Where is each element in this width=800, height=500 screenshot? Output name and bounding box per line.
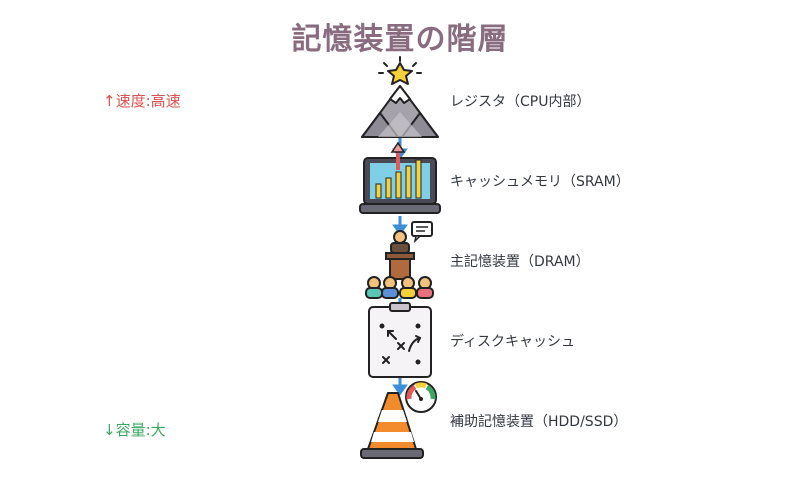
level-label-storage: 補助記憶装置（HDD/SSD） (450, 414, 628, 430)
connector-4-head (392, 384, 408, 396)
speed-label: ↑速度:高速 (103, 92, 181, 110)
traffic-cone-icon (360, 381, 437, 459)
connector-2-head (392, 224, 408, 236)
strategy-board-icon (368, 302, 432, 378)
capacity-label: ↓容量:大 (103, 421, 166, 439)
level-label-disk-cache: ディスクキャッシュ (450, 334, 576, 350)
level-label-register: レジスタ（CPU内部） (450, 94, 591, 110)
presentation-audience-icon (365, 221, 434, 299)
level-label-cache: キャッシュメモリ（SRAM） (450, 174, 630, 190)
mountain-star-icon (361, 56, 439, 138)
level-label-main-memory: 主記憶装置（DRAM） (450, 254, 590, 270)
laptop-chart-icon (359, 141, 441, 214)
page-title: 記憶装置の階層 (291, 22, 509, 57)
